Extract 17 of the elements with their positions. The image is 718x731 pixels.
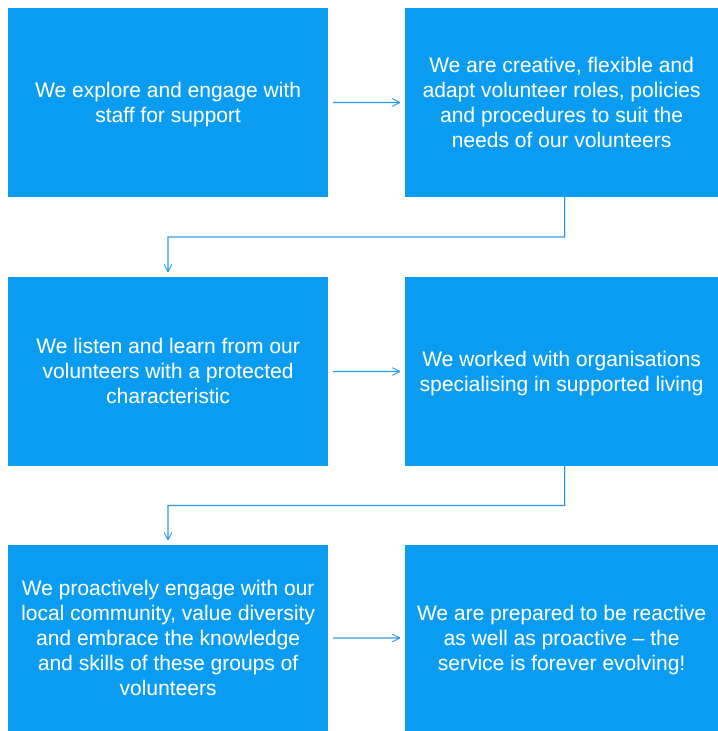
arrow bbox=[333, 98, 401, 108]
process-box bbox=[8, 277, 328, 466]
arrow bbox=[163, 197, 566, 273]
box-text: We explore and engage with staff for support bbox=[34, 78, 302, 128]
process-box bbox=[405, 8, 718, 197]
box-text: We are creative, flexible and adapt volunteer roles, policies and procedures to suit the needs of our volunteers bbox=[422, 52, 702, 152]
box-text: We proactively engage with our local community, value diversity and embrace the knowledge and skills of these groups of volunteers bbox=[20, 576, 316, 700]
process-box bbox=[405, 545, 718, 731]
process-box bbox=[8, 545, 328, 731]
arrow bbox=[163, 466, 566, 541]
process-box bbox=[8, 8, 328, 197]
box-text: We worked with organisations specialising in supported living bbox=[418, 346, 704, 396]
box-text: We are prepared to be reactive as well as proactive – the service is forever evolving! bbox=[416, 600, 708, 676]
arrow bbox=[333, 366, 401, 376]
box-text: We listen and learn from our volunteers with a protected characteristic bbox=[35, 334, 301, 409]
arrow bbox=[333, 633, 401, 643]
process-box bbox=[405, 277, 718, 466]
